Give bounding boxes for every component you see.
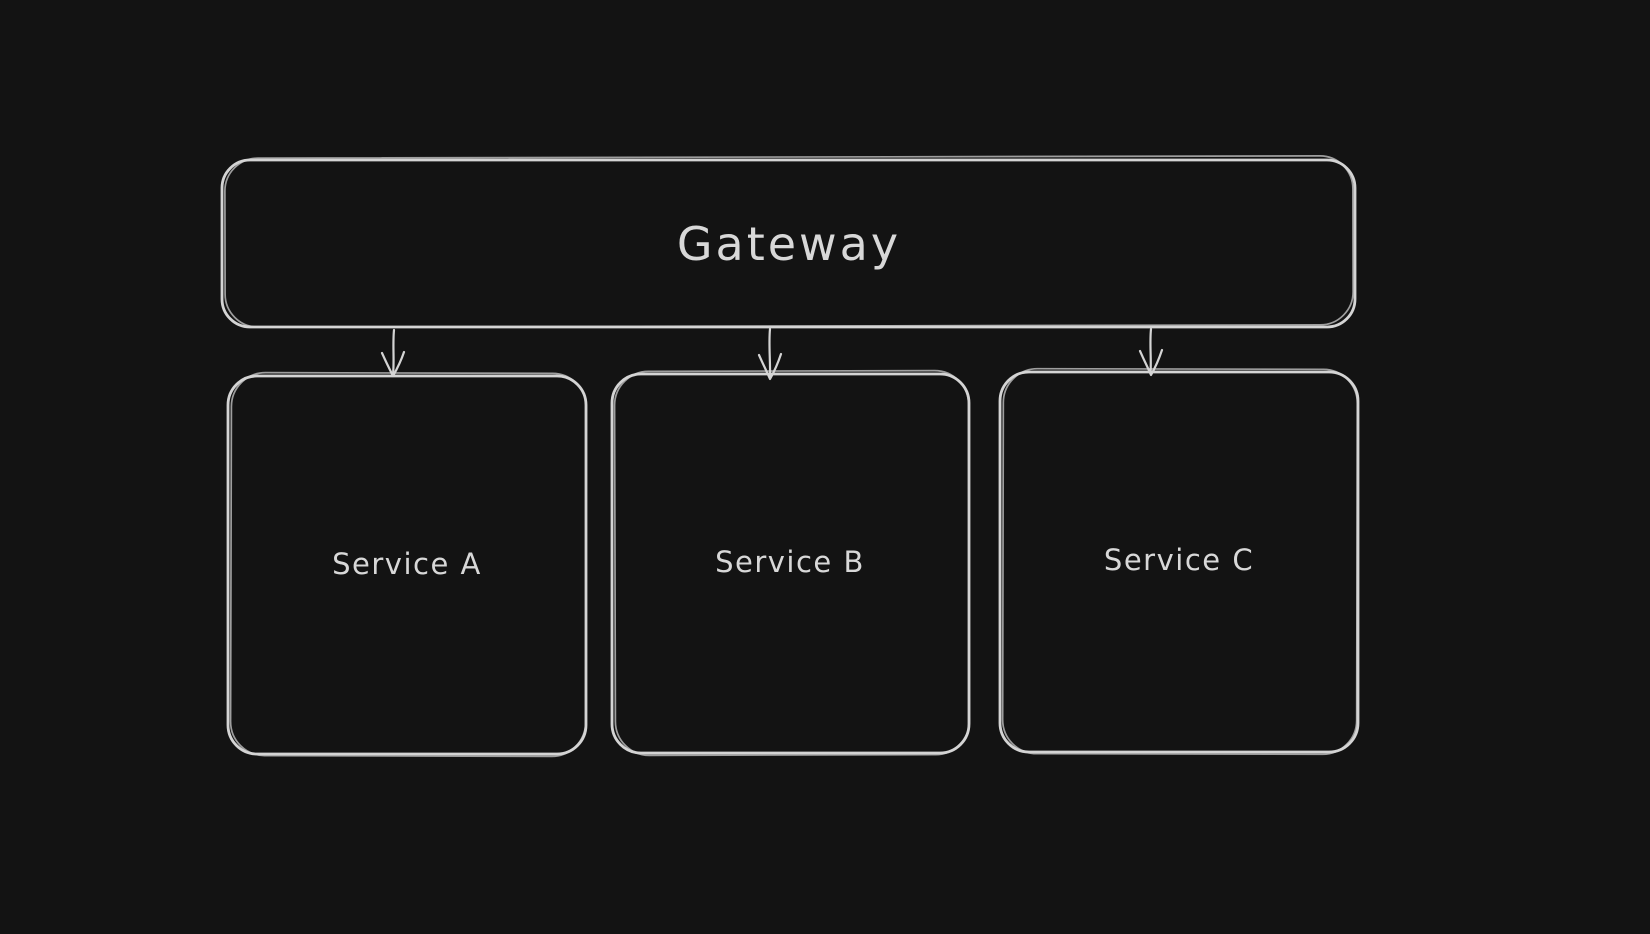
service-c-label: Service C <box>1104 543 1254 577</box>
node-gateway[interactable]: Gateway <box>220 155 1357 329</box>
service-b-label: Service B <box>715 545 865 579</box>
gateway-box <box>220 158 1357 329</box>
service-a-box <box>226 374 588 756</box>
gateway-label: Gateway <box>677 217 901 271</box>
edge-gateway-to-service-a[interactable] <box>380 328 406 378</box>
arrow-shaft <box>391 328 396 376</box>
node-service-b[interactable]: Service B <box>610 369 971 757</box>
arrowhead-icon <box>1138 348 1164 377</box>
arrow-shaft <box>768 327 772 379</box>
service-b-box <box>610 372 971 755</box>
node-service-a[interactable]: Service A <box>226 371 588 758</box>
node-service-c[interactable]: Service C <box>998 367 1360 756</box>
service-a-label: Service A <box>332 547 482 581</box>
service-c-box <box>998 370 1360 754</box>
arrowhead-icon <box>757 352 783 381</box>
arrow-shaft <box>1149 327 1153 375</box>
